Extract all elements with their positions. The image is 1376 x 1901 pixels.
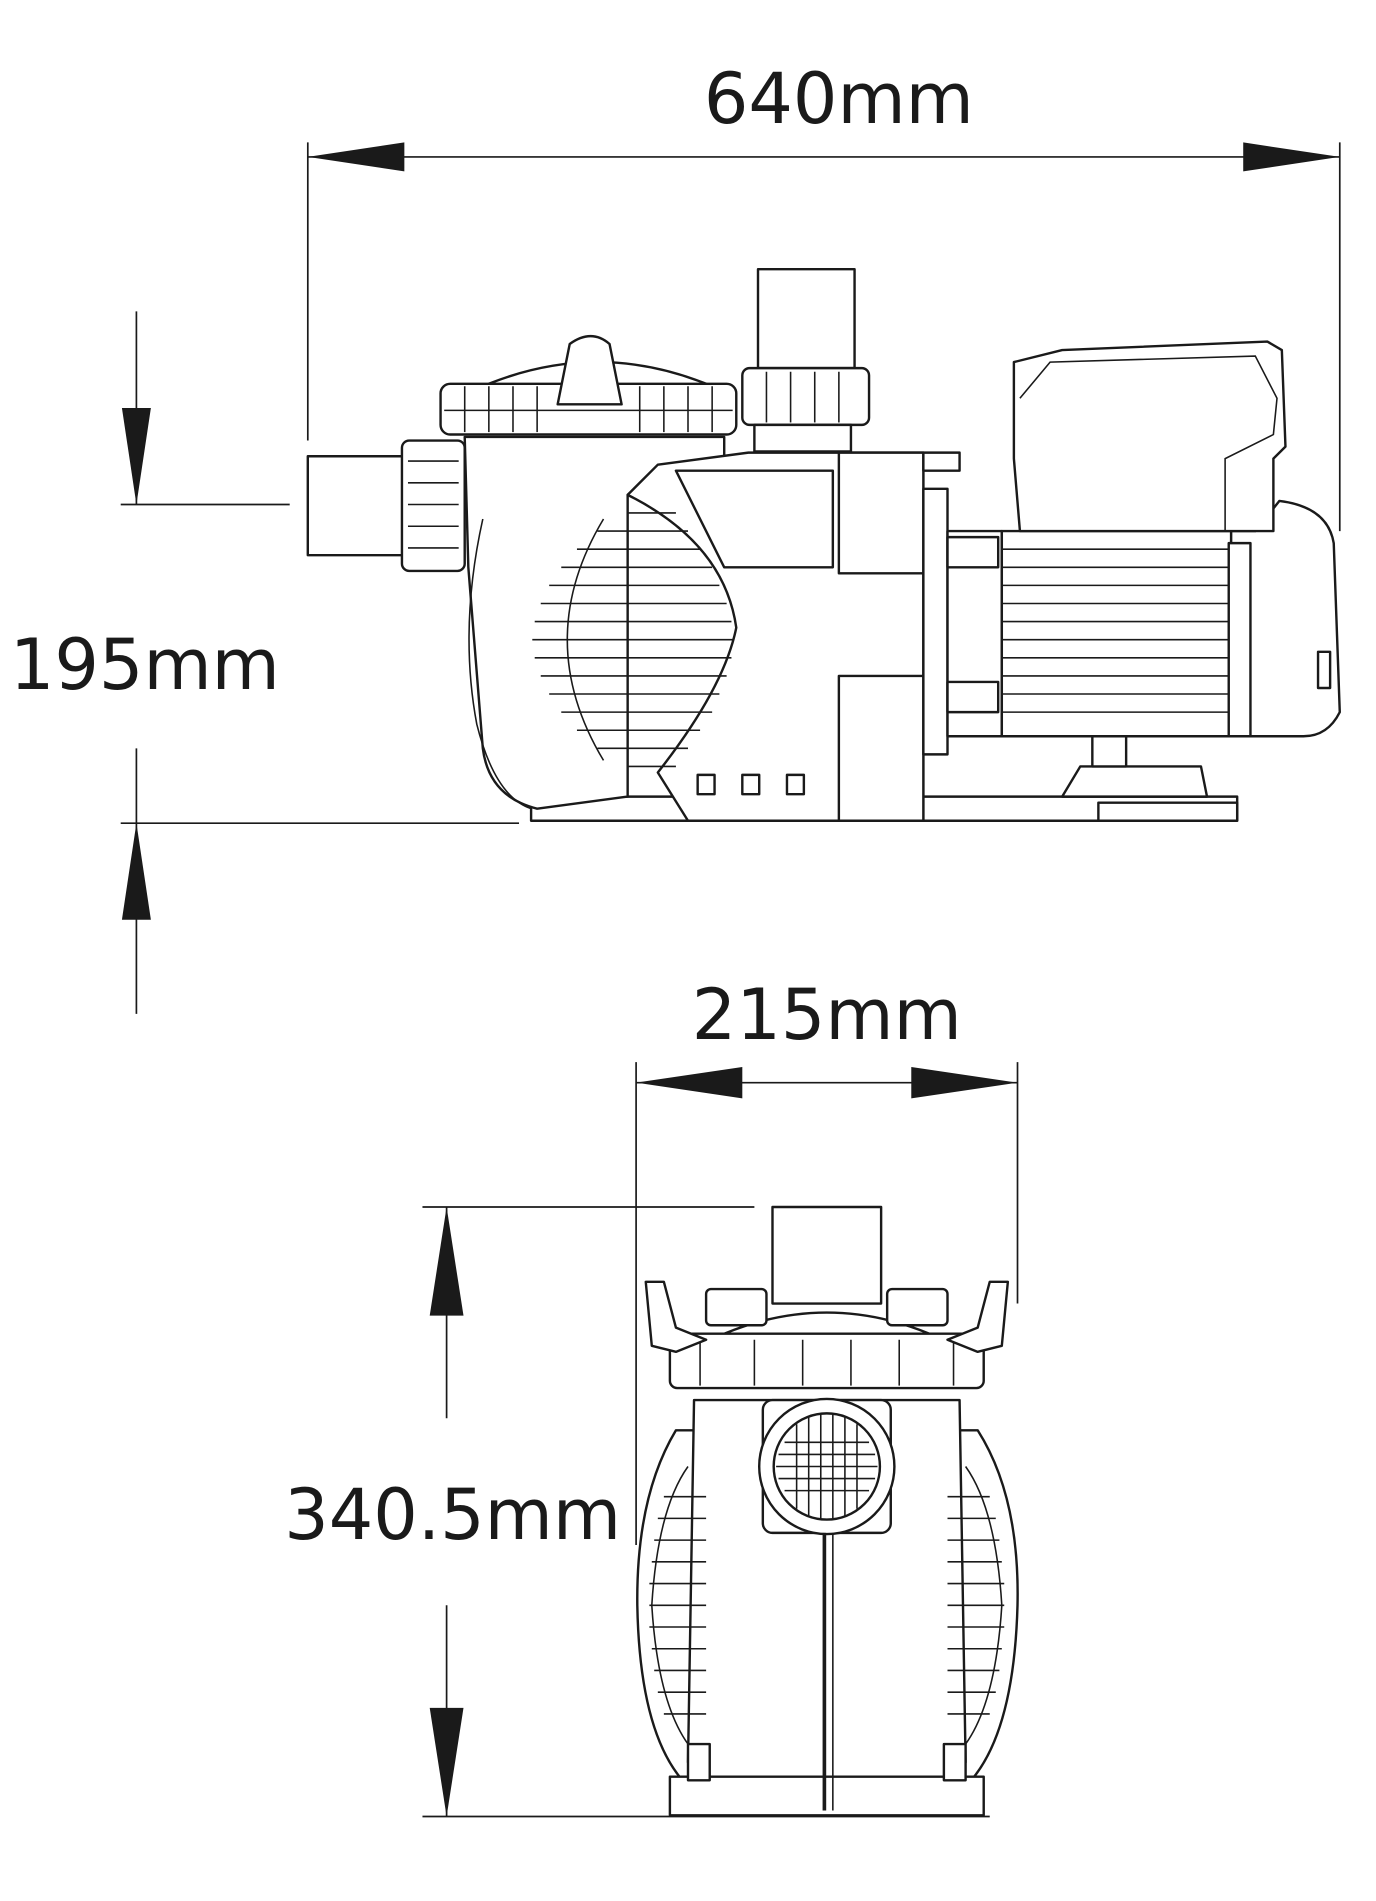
inlet-height-label: 195mm <box>10 624 280 706</box>
pump-side-view <box>306 267 1341 822</box>
width-dimension: 215mm <box>635 974 1019 1545</box>
arrow-up-icon <box>121 823 151 920</box>
length-label: 640mm <box>704 58 974 140</box>
arrow-up-icon <box>429 1206 464 1316</box>
cooling-fins <box>649 1466 1005 1745</box>
length-dimension: 640mm <box>306 58 1341 532</box>
arrow-down-icon <box>121 407 151 505</box>
inlet-height-dimension: 195mm <box>10 311 520 1014</box>
height-label: 340.5mm <box>284 1474 621 1556</box>
width-label: 215mm <box>692 974 962 1056</box>
cooling-fins <box>532 512 734 768</box>
arrow-right-icon <box>911 1066 1018 1099</box>
arrow-left-icon <box>307 142 405 172</box>
inlet-strainer-grid <box>776 1414 878 1519</box>
arrow-down-icon <box>429 1707 464 1817</box>
arrow-left-icon <box>636 1066 743 1099</box>
pump-front-view <box>636 1205 1019 1817</box>
arrow-right-icon <box>1243 142 1340 172</box>
height-dimension: 340.5mm <box>284 1206 990 1818</box>
